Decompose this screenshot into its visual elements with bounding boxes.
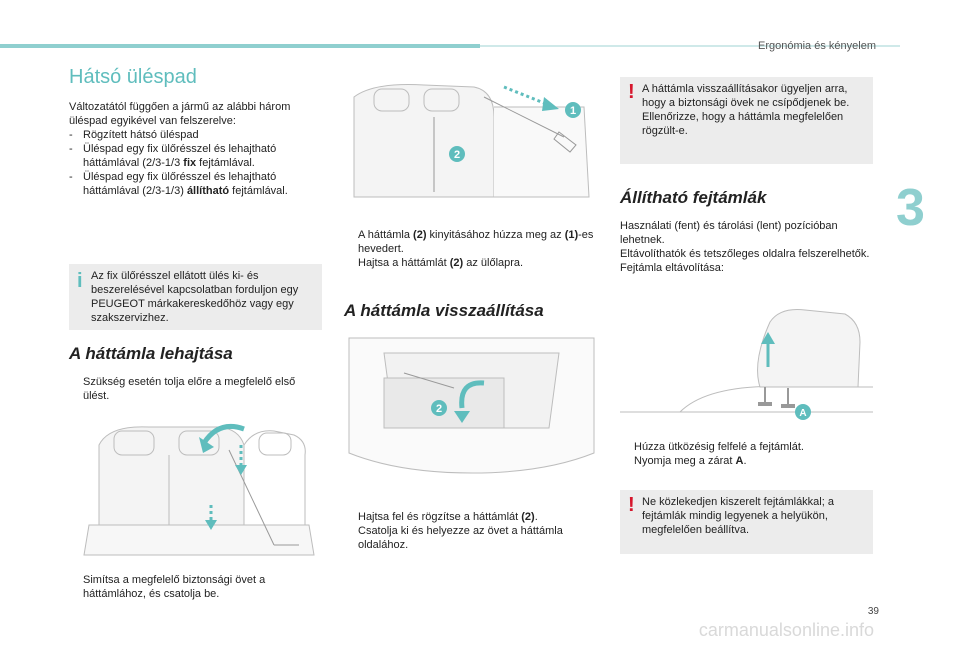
header-accent-bar (0, 44, 480, 48)
warning-text-bottom: Ne közlekedjen kiszerelt fejtámlákkal; a… (642, 496, 834, 536)
warning-box-top: ! A háttámla visszaállításakor ügyeljen … (620, 77, 873, 164)
fold-heading: A háttámla lehajtása (69, 344, 233, 363)
list-item: Szükség esetén tolja előre a megfelelő e… (83, 376, 296, 402)
restore-illustration: 2 (344, 333, 599, 478)
warning-text-top: A háttámla visszaállításakor ügyeljen ar… (642, 83, 850, 137)
release-illustration: 1 2 (344, 77, 599, 207)
list-item: Hajtsa a háttámlát (2) az ülőlapra. (358, 257, 524, 269)
footer-watermark: carmanualsonline.info (698, 620, 874, 640)
intro-text: Változatától függően a jármű az alábbi h… (69, 100, 324, 198)
list-item: Csatolja ki és helyezze az övet a háttám… (358, 525, 563, 551)
page-title: Hátsó üléspad (69, 66, 197, 88)
fold-step-2: Simítsa a megfelelő biztonsági övet a há… (69, 573, 324, 601)
restore-steps: Hajtsa fel és rögzítse a háttámlát (2). … (344, 510, 599, 552)
intro-line-3: Fejtámla eltávolítása: (620, 262, 724, 274)
callout-a: A (799, 408, 806, 419)
list-item: Hajtsa fel és rögzítse a háttámlát (2). (358, 511, 538, 523)
headrest-steps: Húzza ütközésig felfelé a fejtámlát. Nyo… (620, 440, 873, 468)
section-header: Ergonómia és kényelem (757, 40, 876, 52)
headrest-heading: Állítható fejtámlák (620, 188, 767, 207)
fold-step-1: Szükség esetén tolja előre a megfelelő e… (69, 375, 324, 403)
callout-2-restore: 2 (436, 403, 442, 415)
warning-icon: ! (628, 81, 635, 103)
headrest-intro: Használati (fent) és tárolási (lent) poz… (620, 219, 873, 275)
intro-line-2: Eltávolíthatók és tetszőleges oldalra fe… (620, 248, 870, 260)
info-box: i Az fix ülőrésszel ellátott ülés ki- és… (69, 264, 322, 330)
intro-paragraph: Változatától függően a jármű az alábbi h… (69, 101, 291, 127)
header-accent-line (480, 45, 900, 47)
list-item: -Üléspad egy fix ülőrésszel és lehajthat… (69, 143, 277, 169)
intro-line-1: Használati (fent) és tárolási (lent) poz… (620, 220, 838, 246)
list-item: -Rögzített hátsó üléspad (69, 129, 199, 141)
fold-illustration (69, 415, 324, 565)
info-text: Az fix ülőrésszel ellátott ülés ki- és b… (91, 270, 299, 324)
headrest-illustration: A (620, 302, 873, 427)
release-steps: A háttámla (2) kinyitásához húzza meg az… (344, 228, 599, 270)
info-icon: i (77, 270, 83, 292)
restore-heading: A háttámla visszaállítása (344, 301, 544, 320)
chapter-number: 3 (896, 179, 925, 237)
list-item: Nyomja meg a zárat A. (634, 455, 747, 467)
warning-icon: ! (628, 494, 635, 516)
variant-list: -Rögzített hátsó üléspad -Üléspad egy fi… (69, 128, 324, 198)
callout-1: 1 (570, 105, 576, 117)
callout-2: 2 (454, 149, 460, 161)
page-number: 39 (867, 606, 879, 617)
list-item: A háttámla (2) kinyitásához húzza meg az… (358, 229, 594, 255)
list-item: Simítsa a megfelelő biztonsági övet a há… (83, 574, 266, 600)
list-item: Húzza ütközésig felfelé a fejtámlát. (634, 441, 804, 453)
list-item: -Üléspad egy fix ülőrésszel és lehajthat… (69, 171, 288, 197)
warning-box-bottom: ! Ne közlekedjen kiszerelt fejtámlákkal;… (620, 490, 873, 554)
